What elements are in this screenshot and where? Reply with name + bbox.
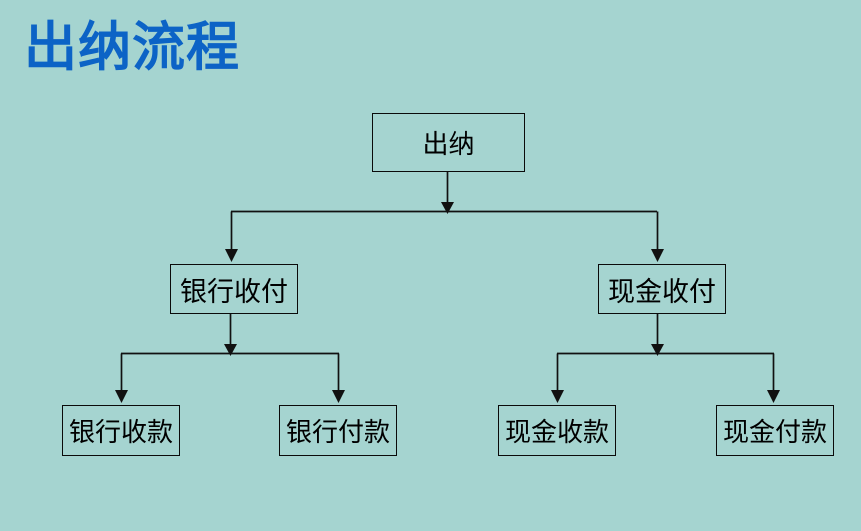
arrowhead-to-bank-payment (332, 390, 345, 403)
node-cashier[interactable]: 出纳 (372, 113, 525, 172)
arrowhead-to-bank (225, 249, 238, 262)
arrowhead-to-cash-receipt (551, 390, 564, 403)
node-bank-receipt[interactable]: 银行收款 (62, 405, 180, 456)
node-cash-receipt[interactable]: 现金收款 (498, 405, 616, 456)
node-bank-payment[interactable]: 银行付款 (279, 405, 397, 456)
arrowhead-to-bank-receipt (115, 390, 128, 403)
arrowhead-bank-down (224, 344, 237, 356)
node-cash-payment[interactable]: 现金付款 (716, 405, 834, 456)
arrowhead-to-cash-payment (767, 390, 780, 403)
node-bank-settlement[interactable]: 银行收付 (170, 264, 298, 314)
page-title: 出纳流程 (24, 18, 240, 77)
arrowhead-root-down (441, 202, 454, 214)
node-cash-settlement[interactable]: 现金收付 (598, 264, 726, 314)
arrowhead-cash-down (651, 344, 664, 356)
arrowhead-to-cash (651, 249, 664, 262)
